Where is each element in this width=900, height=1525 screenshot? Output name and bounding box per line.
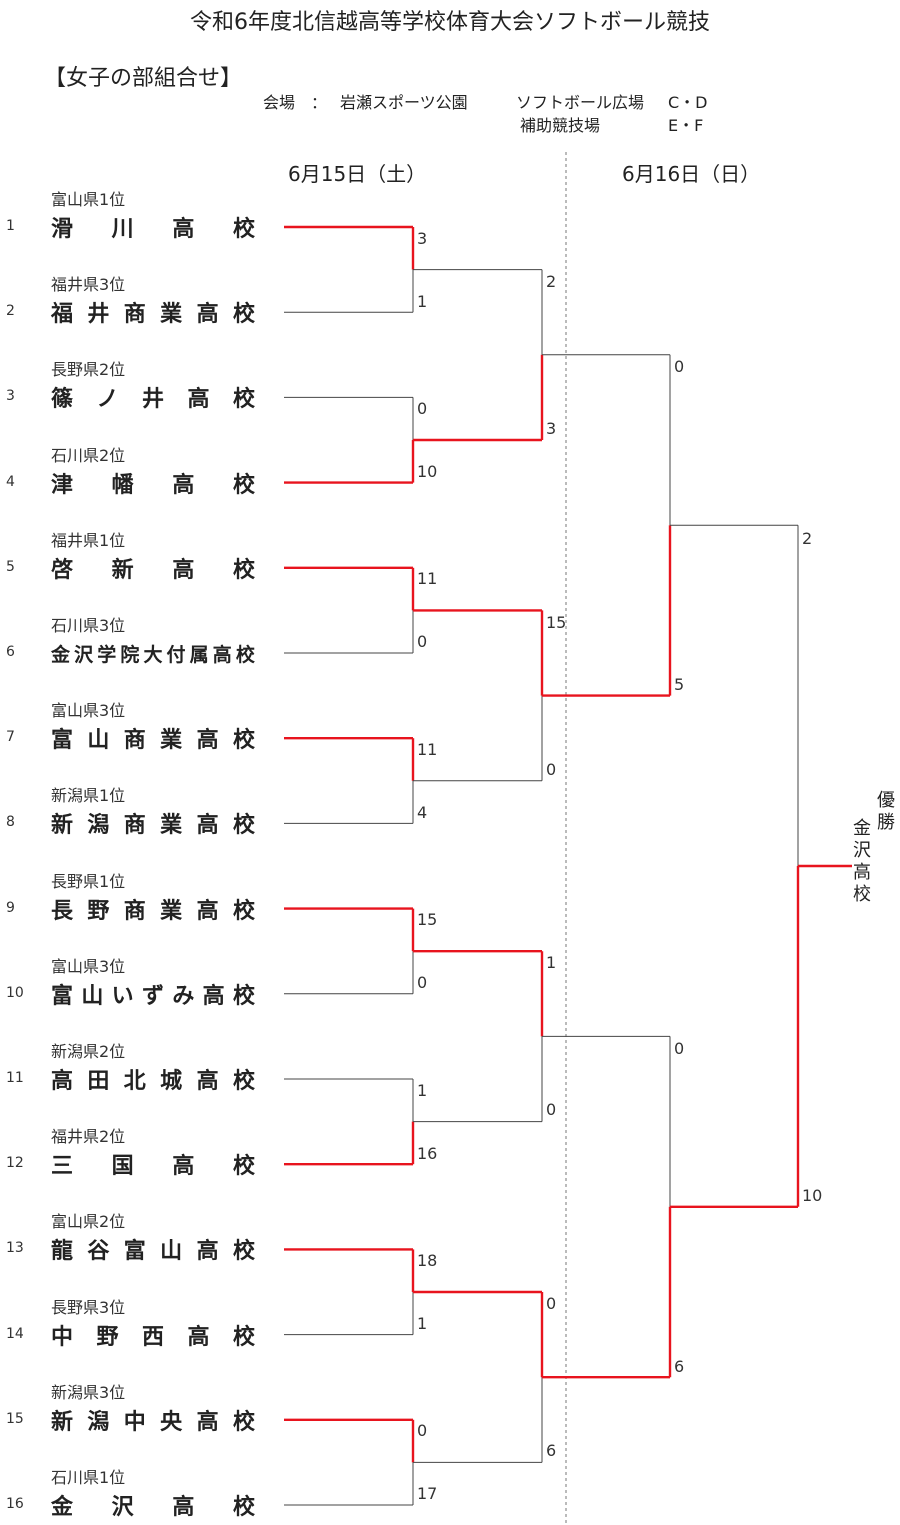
school-name: 篠ノ井高校	[51, 387, 255, 413]
round1-score: 0	[417, 973, 428, 993]
round1-score: 1	[417, 1080, 428, 1100]
prefecture-rank: 石川県2位	[51, 445, 126, 465]
seed-number: 11	[6, 1070, 24, 1086]
prefecture-rank: 福井県3位	[51, 275, 126, 295]
semifinal-score: 0	[674, 1038, 685, 1058]
seed-number: 3	[6, 388, 15, 405]
prefecture-rank: 石川県3位	[51, 616, 126, 635]
round1-score: 17	[417, 1484, 438, 1504]
prefecture-rank: 富山県3位	[51, 701, 126, 721]
round2-score: 15	[546, 612, 567, 632]
date-day1: 6月15日（土）	[288, 162, 427, 186]
school-name: 高田北城高校	[51, 1069, 255, 1094]
school-name: 新潟中央高校	[51, 1409, 255, 1435]
champion-label: 優勝	[877, 790, 895, 833]
round1-score: 0	[417, 1421, 428, 1441]
seed-number: 4	[6, 473, 15, 490]
seed-number: 15	[6, 1410, 24, 1427]
round2-score: 3	[546, 418, 557, 438]
seed-number: 12	[6, 1155, 24, 1172]
school-name: 滑川高校	[51, 217, 255, 242]
school-name: 富山いずみ高校	[51, 983, 255, 1009]
round1-score: 10	[417, 462, 438, 481]
school-name: 長野商業高校	[51, 898, 255, 924]
round1-score: 1	[417, 1314, 428, 1333]
round1-score: 11	[417, 739, 438, 759]
round2-score: 2	[546, 271, 557, 291]
venue-field1-courts: C・D	[668, 93, 708, 112]
round2-score: 1	[546, 953, 557, 973]
round1-score: 0	[417, 632, 428, 652]
champion-name: 金沢高校	[853, 818, 871, 905]
section-title: 【女子の部組合せ】	[44, 66, 243, 91]
round2-score: 0	[546, 759, 557, 779]
venue-field1: ソフトボール広場	[516, 93, 645, 112]
prefecture-rank: 長野県2位	[51, 360, 126, 380]
school-name: 新潟商業高校	[51, 813, 255, 839]
round1-score: 16	[417, 1143, 438, 1163]
round2-score: 0	[546, 1294, 557, 1314]
school-name: 富山商業高校	[51, 728, 255, 754]
page-title: 令和6年度北信越高等学校体育大会ソフトボール競技	[190, 10, 710, 35]
seed-number: 2	[6, 303, 15, 320]
school-name: 龍谷富山高校	[51, 1239, 255, 1265]
round2-score: 0	[546, 1100, 557, 1120]
seed-number: 14	[6, 1325, 24, 1342]
final-score: 2	[802, 529, 813, 548]
prefecture-rank: 新潟県3位	[51, 1382, 126, 1402]
school-name: 中野西高校	[51, 1324, 255, 1350]
prefecture-rank: 福井県2位	[51, 1127, 126, 1147]
school-name: 福井商業高校	[51, 302, 255, 328]
prefecture-rank: 長野県1位	[51, 871, 126, 891]
prefecture-rank: 長野県3位	[51, 1297, 126, 1317]
school-name: 金沢高校	[51, 1495, 255, 1520]
round1-score: 0	[417, 399, 428, 418]
prefecture-rank: 新潟県1位	[51, 786, 126, 806]
seed-number: 10	[6, 984, 24, 1001]
round2-score: 6	[546, 1441, 557, 1461]
seed-number: 8	[6, 814, 15, 831]
semifinal-score: 6	[674, 1356, 685, 1376]
round1-score: 18	[417, 1251, 438, 1270]
seed-number: 7	[6, 729, 15, 746]
date-day2: 6月16日（日）	[622, 162, 761, 186]
school-name: 津幡高校	[51, 472, 255, 498]
prefecture-rank: 富山県1位	[51, 190, 126, 209]
seed-number: 16	[6, 1496, 24, 1512]
final-score: 10	[802, 1186, 823, 1205]
venue-field2: 補助競技場	[520, 116, 601, 135]
prefecture-rank: 富山県2位	[51, 1212, 126, 1232]
seed-number: 9	[6, 899, 15, 916]
seed-number: 5	[6, 558, 15, 575]
venue-park: 岩瀬スポーツ公園	[340, 93, 468, 112]
semifinal-score: 5	[674, 675, 685, 695]
seed-number: 13	[6, 1240, 24, 1257]
school-name: 三国高校	[51, 1154, 255, 1180]
venue-field2-courts: E・F	[668, 116, 704, 135]
round1-score: 4	[417, 802, 428, 822]
seed-number: 6	[6, 644, 15, 660]
round1-score: 3	[417, 228, 428, 248]
prefecture-rank: 富山県3位	[51, 956, 126, 976]
school-name: 啓新高校	[51, 557, 255, 583]
prefecture-rank: 福井県1位	[51, 530, 126, 550]
prefecture-rank: 石川県1位	[51, 1468, 126, 1487]
prefecture-rank: 新潟県2位	[51, 1042, 126, 1061]
round1-score: 1	[417, 291, 428, 311]
round1-score: 15	[417, 910, 438, 930]
school-name: 金沢学院大付属高校	[51, 643, 255, 666]
semifinal-score: 0	[674, 357, 685, 377]
venue-label: 会場 ：	[263, 93, 328, 112]
round1-score: 11	[417, 569, 438, 589]
seed-number: 1	[6, 218, 15, 234]
